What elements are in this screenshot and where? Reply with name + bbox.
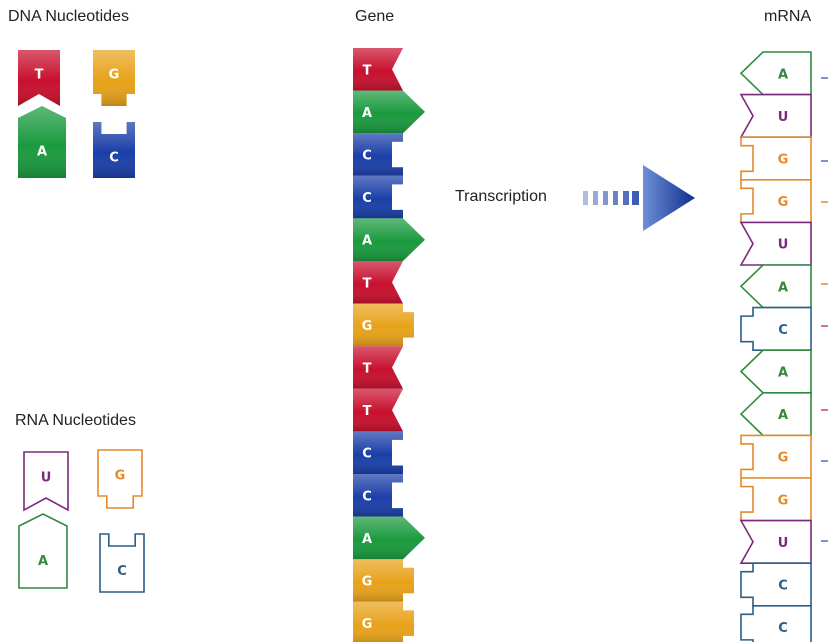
mrna-nucleotide: C bbox=[740, 604, 812, 642]
gene-nucleotide: C bbox=[353, 175, 403, 219]
nucleotide-letter: C bbox=[109, 151, 119, 166]
nucleotide-letter: G bbox=[362, 575, 373, 590]
rna-nucleotides-heading: RNA Nucleotides bbox=[15, 412, 136, 429]
gene-nucleotide: C bbox=[353, 474, 403, 517]
nucleotide-letter: T bbox=[363, 362, 372, 377]
nucleotide-letter: T bbox=[363, 404, 372, 419]
mrna-nucleotide: C bbox=[740, 562, 812, 607]
nucleotide-letter: U bbox=[778, 536, 789, 551]
arrow-stripe bbox=[603, 191, 608, 205]
mrna-nucleotide: U bbox=[739, 519, 812, 564]
gene-nucleotide: T bbox=[353, 48, 403, 91]
nucleotide-letter: T bbox=[363, 63, 372, 78]
gene-nucleotide: A bbox=[353, 516, 425, 560]
nucleotide-letter: T bbox=[363, 276, 372, 291]
rna-legend-a: A bbox=[18, 513, 68, 589]
dna-legend-t: T bbox=[18, 50, 60, 106]
dna-legend-a: A bbox=[18, 106, 66, 178]
mrna-nucleotide: C bbox=[740, 306, 812, 352]
mrna-nucleotide: U bbox=[739, 221, 812, 266]
gene-nucleotide: G bbox=[353, 303, 414, 347]
rna-legend-u: U bbox=[23, 451, 69, 512]
gene-nucleotide: A bbox=[353, 90, 425, 134]
mrna-nucleotide: A bbox=[739, 349, 812, 394]
mrna-nucleotide: G bbox=[740, 477, 812, 522]
gene-heading: Gene bbox=[355, 8, 395, 25]
nucleotide-letter: A bbox=[38, 554, 48, 569]
gene-nucleotide: C bbox=[353, 431, 403, 474]
nucleotide-letter: C bbox=[362, 191, 372, 206]
nucleotide-letter: U bbox=[778, 110, 789, 125]
nucleotide-letter: G bbox=[778, 493, 789, 508]
arrow-stripe bbox=[593, 191, 598, 205]
nucleotide-letter: A bbox=[778, 408, 788, 423]
gene-nucleotide: T bbox=[353, 346, 403, 389]
mrna-nucleotide: A bbox=[739, 51, 812, 96]
mrna-strand: A U G G U A C A A G G U C C bbox=[739, 51, 828, 642]
nucleotide-letter: A bbox=[362, 106, 372, 121]
mrna-nucleotide: A bbox=[739, 391, 812, 437]
mrna-nucleotide: A bbox=[739, 264, 812, 309]
nucleotide-letter: G bbox=[778, 153, 789, 168]
nucleotide-letter: G bbox=[778, 195, 789, 210]
gene-nucleotide: G bbox=[353, 601, 414, 642]
gene-nucleotide: G bbox=[353, 559, 414, 602]
nucleotide-letter: C bbox=[362, 149, 372, 164]
arrow-stripe bbox=[623, 191, 629, 205]
nucleotide-letter: G bbox=[362, 319, 373, 334]
mrna-nucleotide: U bbox=[739, 93, 812, 138]
mrna-nucleotide: G bbox=[740, 434, 812, 479]
nucleotide-letter: G bbox=[362, 617, 373, 632]
nucleotide-letter: T bbox=[35, 68, 44, 83]
rna-legend-c: C bbox=[99, 533, 145, 593]
nucleotide-letter: G bbox=[115, 468, 126, 483]
nucleotide-letter: U bbox=[41, 470, 52, 485]
nucleotide-letter: U bbox=[778, 238, 789, 253]
dna-legend-c: C bbox=[93, 122, 135, 178]
nucleotide-letter: C bbox=[362, 447, 372, 462]
mrna-nucleotide: G bbox=[740, 136, 812, 181]
nucleotide-letter: C bbox=[778, 621, 788, 636]
nucleotide-letter: C bbox=[117, 564, 127, 579]
rna-nucleotide-legend: U G A C bbox=[18, 449, 145, 593]
gene-strand: T A C C A T G T T C C A G G bbox=[353, 48, 425, 642]
arrow-head bbox=[643, 165, 695, 231]
nucleotide-letter: A bbox=[778, 67, 788, 82]
nucleotide-letter: G bbox=[778, 451, 789, 466]
nucleotide-letter: A bbox=[37, 145, 47, 160]
gene-nucleotide: C bbox=[353, 133, 403, 176]
dna-legend-g: G bbox=[93, 50, 135, 106]
transcription-arrow bbox=[583, 165, 695, 231]
gene-nucleotide: T bbox=[353, 261, 403, 304]
dna-nucleotides-heading: DNA Nucleotides bbox=[8, 8, 129, 25]
rna-legend-g: G bbox=[97, 449, 143, 509]
dna-nucleotide-legend: T G A C bbox=[18, 50, 135, 178]
mrna-nucleotide: G bbox=[740, 179, 812, 224]
arrow-stripe bbox=[613, 191, 618, 205]
arrow-stripe bbox=[632, 191, 639, 205]
transcription-label: Transcription bbox=[455, 188, 547, 205]
nucleotide-letter: C bbox=[778, 323, 788, 338]
nucleotide-letter: C bbox=[362, 489, 372, 504]
nucleotide-letter: C bbox=[778, 579, 788, 594]
nucleotide-letter: G bbox=[109, 68, 120, 83]
gene-nucleotide: A bbox=[353, 218, 425, 261]
mrna-heading: mRNA bbox=[764, 8, 812, 25]
arrow-stripe bbox=[583, 191, 588, 205]
gene-nucleotide: T bbox=[353, 388, 403, 432]
nucleotide-letter: A bbox=[362, 532, 372, 547]
nucleotide-letter: A bbox=[362, 234, 372, 249]
nucleotide-letter: A bbox=[778, 366, 788, 381]
nucleotide-letter: A bbox=[778, 280, 788, 295]
